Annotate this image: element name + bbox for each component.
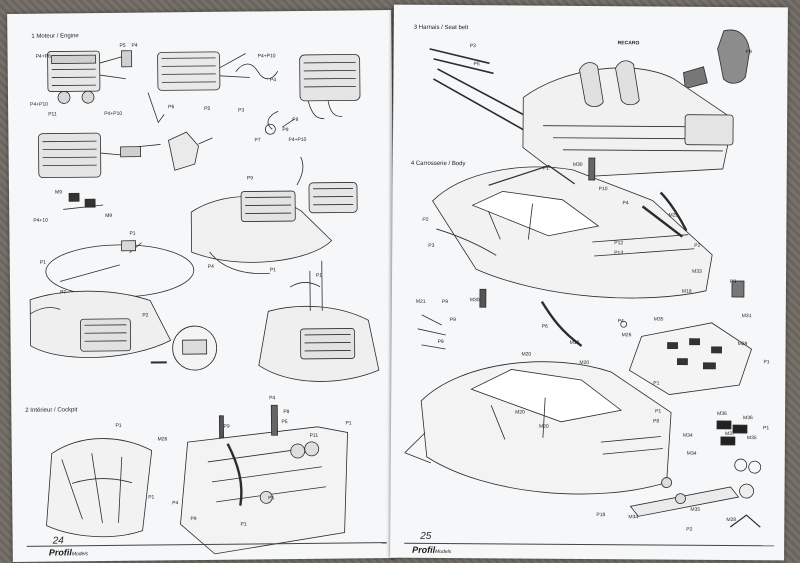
part-label: P1 [115, 422, 122, 429]
part-label: P1 [268, 495, 275, 502]
part-label: M31 [741, 313, 752, 320]
part-label: M25 [668, 212, 679, 219]
part-label: P3 [729, 278, 737, 286]
part-label: P1 [315, 272, 323, 279]
part-label: P13 [614, 250, 624, 257]
part-label: P11 [309, 432, 319, 439]
part-label: M34 [686, 450, 697, 457]
part-label: M21 [415, 298, 426, 305]
part-label: M20 [538, 423, 549, 430]
part-label: P9 [190, 516, 197, 523]
part-label: P5 [281, 419, 288, 426]
part-label: P4+P10 [30, 101, 49, 108]
part-label: P4 [617, 318, 624, 325]
part-label: P11 [48, 111, 57, 118]
part-label: P1 [240, 521, 247, 528]
part-label: P8 [653, 418, 660, 425]
part-label: P4 [131, 42, 138, 49]
part-label: P4 [172, 500, 179, 507]
brand-logo: ProfilModels [48, 547, 88, 558]
part-label: M20 [579, 359, 590, 367]
part-label: P9 [223, 423, 230, 430]
part-label: M35 [653, 316, 664, 323]
page-number: 25 [420, 530, 432, 542]
part-label: M26 [621, 332, 632, 339]
part-label: M18 [681, 288, 692, 295]
part-label: P1 [762, 425, 770, 432]
part-label: P18 [596, 512, 606, 519]
part-label: P5 [119, 42, 126, 49]
part-label: P1 [269, 267, 276, 274]
part-label: P12 [614, 240, 624, 247]
part-label: P1 [653, 380, 660, 387]
part-label: P8 [292, 116, 299, 124]
part-label: P4 [622, 200, 629, 207]
part-label: P7 [254, 137, 261, 144]
part-label: M34 [682, 432, 693, 439]
part-label: M9 [105, 212, 113, 220]
part-label: P5 [204, 105, 211, 112]
part-label: P9 [441, 298, 449, 306]
part-label: M35 [746, 435, 757, 442]
part-label: P9 [449, 317, 456, 324]
part-label: P1 [655, 408, 662, 415]
part-label: P4 [207, 263, 214, 270]
part-label: P4+10 [33, 217, 48, 224]
part-label: P2 [694, 242, 701, 249]
part-label: M30 [469, 297, 480, 304]
part-label: P4 [269, 395, 276, 402]
part-label: P4+P10 [288, 136, 307, 144]
part-label: M37 [724, 430, 735, 438]
left-instruction-page: 1 Moteur / Engine 2 Intérieur / Cockpit [7, 10, 397, 562]
part-label: P5 [473, 61, 480, 68]
engine-assembly-drawings [29, 50, 380, 555]
part-label: M33 [692, 268, 702, 275]
part-label: M34 [628, 514, 639, 521]
part-label: P10 [598, 186, 608, 193]
part-label: P2 [142, 312, 149, 319]
part-label: P6 [541, 323, 548, 330]
part-label: P4+P6 [35, 53, 51, 60]
part-label: M36 [743, 415, 753, 422]
part-label: M19 [569, 339, 580, 346]
part-label: M20 [515, 409, 525, 416]
part-label: P9 [282, 127, 289, 134]
part-label: P1 [763, 359, 770, 366]
part-label: P4+P10 [257, 53, 276, 60]
part-label: P9 [745, 49, 752, 56]
part-label: P4 [269, 77, 277, 84]
part-label: P1 [542, 165, 549, 172]
part-label: P3 [469, 43, 476, 50]
part-label: P9 [246, 175, 254, 182]
part-label: P3 [428, 242, 435, 249]
part-label: P6 [168, 104, 175, 111]
part-label: M35 [690, 506, 701, 513]
right-instruction-page: 3 Harnais / Seat belt 4 Carrosserie / Bo… [390, 4, 788, 561]
part-label: M36 [717, 410, 727, 417]
body-assembly-drawings [404, 29, 762, 528]
part-label: M28 [726, 516, 737, 524]
part-label: P2 [686, 526, 693, 533]
part-label: M30 [572, 161, 583, 168]
part-label: M29 [737, 341, 748, 348]
page-number: 24 [52, 535, 64, 547]
part-label: P8 [283, 409, 290, 416]
part-label: P1 [129, 230, 136, 237]
part-label: M20 [521, 351, 532, 358]
part-label: P1 [39, 259, 46, 266]
part-label: P2 [422, 216, 429, 223]
part-label: P4+P10 [104, 110, 123, 118]
part-label: P1 [148, 494, 155, 501]
part-label: M26 [157, 436, 168, 443]
part-label: P3 [238, 107, 245, 114]
part-label: M9 [54, 189, 62, 196]
part-label: P1 [345, 420, 352, 427]
part-label: P7 [60, 289, 67, 296]
part-label: P9 [437, 338, 444, 345]
brand-logo: ProfilModels [412, 544, 452, 556]
